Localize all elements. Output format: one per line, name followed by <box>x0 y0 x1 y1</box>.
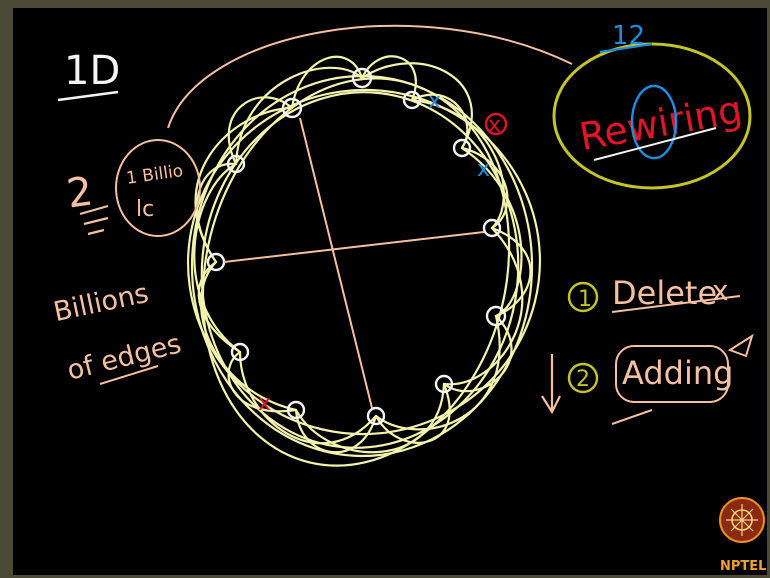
blue-cross: x <box>477 157 490 182</box>
red-cross: x <box>258 391 271 416</box>
nptel-emblem-icon <box>720 498 764 542</box>
dimension-label: 1D <box>64 48 120 94</box>
red-cross: x <box>488 113 501 138</box>
blue-cross: x <box>428 89 441 114</box>
adding-step: Adding <box>622 354 733 392</box>
lc-note: lc <box>136 197 154 222</box>
step-two-number: 2 <box>576 367 590 392</box>
step-one-number: 1 <box>578 287 592 312</box>
delete-cross: x <box>712 274 729 307</box>
nptel-logo-text: NPTEL <box>720 559 766 574</box>
